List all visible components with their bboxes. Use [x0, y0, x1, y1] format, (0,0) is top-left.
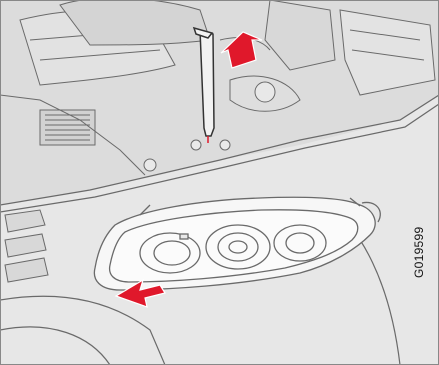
figure-code: G019599 — [412, 227, 426, 278]
grille — [5, 210, 48, 282]
